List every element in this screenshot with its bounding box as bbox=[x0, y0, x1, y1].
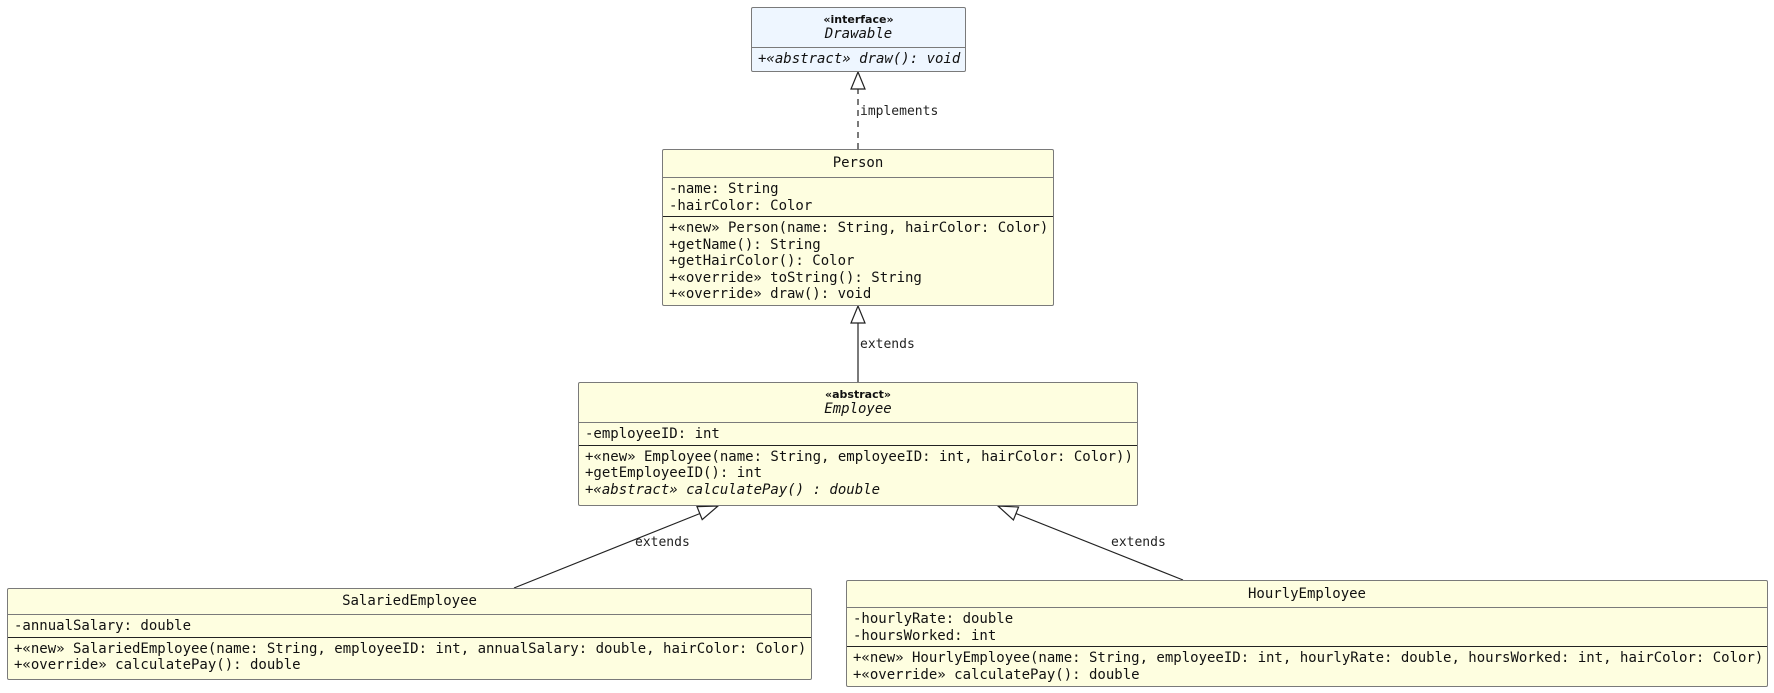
class-person[interactable]: Person -name: String -hairColor: Color +… bbox=[662, 149, 1054, 306]
class-drawable[interactable]: «interface» Drawable +«abstract» draw():… bbox=[751, 7, 966, 72]
operations-compartment: +«new» Person(name: String, hairColor: C… bbox=[663, 217, 1053, 305]
class-name: SalariedEmployee bbox=[342, 593, 477, 609]
class-name: HourlyEmployee bbox=[1247, 585, 1366, 602]
attribute: -annualSalary: double bbox=[14, 618, 192, 634]
attribute: -employeeID: int bbox=[585, 426, 720, 442]
realization-person-drawable: implements bbox=[850, 70, 938, 149]
attributes-compartment: -annualSalary: double bbox=[8, 615, 811, 638]
attributes-compartment: -hourlyRate: double -hoursWorked: int bbox=[847, 608, 1767, 647]
operation: +getHairColor(): Color bbox=[669, 253, 855, 269]
operation: +«override» draw(): void bbox=[669, 286, 872, 302]
operation: +«override» calculatePay(): double bbox=[14, 657, 301, 673]
operations-compartment: +«new» Employee(name: String, employeeID… bbox=[579, 446, 1137, 501]
extends-label: extends bbox=[1111, 535, 1166, 550]
class-name: Employee bbox=[824, 400, 892, 417]
attributes-compartment: -employeeID: int bbox=[579, 423, 1137, 446]
operation: +«override» toString(): String bbox=[669, 269, 922, 286]
class-header: «interface» Drawable bbox=[752, 8, 965, 48]
class-header: «abstract» Employee bbox=[579, 383, 1137, 423]
operation: +«new» Employee(name: String, employeeID… bbox=[585, 448, 1133, 465]
extends-label: extends bbox=[860, 337, 915, 352]
operation: +getEmployeeID(): int bbox=[585, 465, 763, 481]
class-name: Person bbox=[832, 155, 884, 171]
operation: +«abstract» draw(): void bbox=[758, 51, 961, 67]
operation: +«new» SalariedEmployee(name: String, em… bbox=[14, 640, 807, 657]
operations-compartment: +«new» HourlyEmployee(name: String, empl… bbox=[847, 647, 1767, 685]
operation: +«new» Person(name: String, hairColor: C… bbox=[669, 220, 1049, 236]
operations-compartment: +«abstract» draw(): void bbox=[752, 48, 965, 70]
generalization-salaried-employee: extends bbox=[513, 505, 720, 589]
operation: +getName(): String bbox=[669, 236, 821, 253]
attribute: -hairColor: Color bbox=[669, 197, 813, 214]
operations-compartment: +«new» SalariedEmployee(name: String, em… bbox=[8, 638, 811, 676]
class-header: SalariedEmployee bbox=[8, 589, 811, 615]
attribute: -hourlyRate: double bbox=[853, 611, 1014, 627]
class-header: Person bbox=[663, 150, 1053, 178]
generalization-employee-person: extends bbox=[850, 304, 915, 382]
class-header: HourlyEmployee bbox=[847, 581, 1767, 608]
attribute: -name: String bbox=[669, 181, 779, 197]
operation: +«abstract» calculatePay() : double bbox=[585, 481, 881, 498]
attribute: -hoursWorked: int bbox=[853, 627, 997, 644]
class-employee[interactable]: «abstract» Employee -employeeID: int +«n… bbox=[578, 382, 1138, 506]
operation: +«new» HourlyEmployee(name: String, empl… bbox=[853, 650, 1764, 666]
class-name: Drawable bbox=[824, 25, 893, 42]
class-hourly-employee[interactable]: HourlyEmployee -hourlyRate: double -hour… bbox=[846, 580, 1768, 687]
attributes-compartment: -name: String -hairColor: Color bbox=[663, 178, 1053, 217]
stereotype: «interface» bbox=[823, 12, 894, 26]
stereotype: «abstract» bbox=[825, 387, 891, 401]
implements-label: implements bbox=[860, 104, 938, 119]
class-salaried-employee[interactable]: SalariedEmployee -annualSalary: double +… bbox=[7, 588, 812, 680]
generalization-hourly-employee: extends bbox=[996, 505, 1184, 581]
extends-label: extends bbox=[635, 535, 690, 550]
operation: +«override» calculatePay(): double bbox=[853, 666, 1140, 683]
